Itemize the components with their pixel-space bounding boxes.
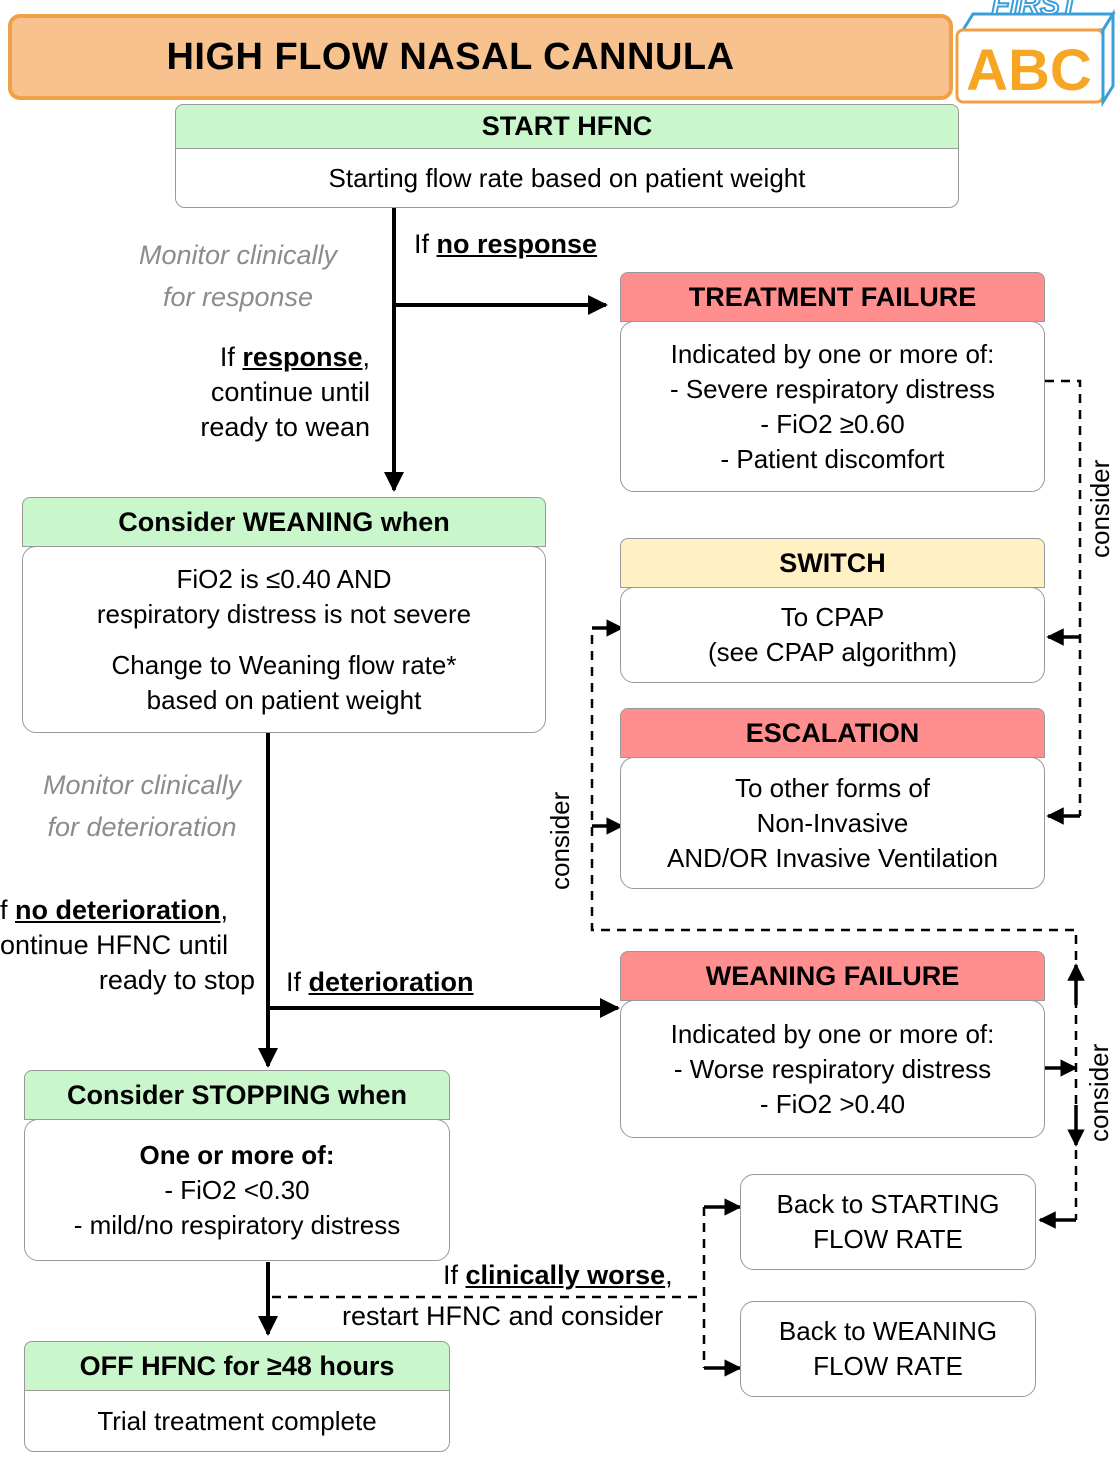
treatment-failure-line: - FiO2 ≥0.60	[760, 408, 905, 439]
start-hfnc-body-text: Starting flow rate based on patient weig…	[328, 162, 806, 193]
weaning-line: respiratory distress is not severe	[96, 598, 472, 629]
off-hfnc-body: Trial treatment complete	[24, 1390, 450, 1452]
back-weaning-line: Back to WEANING	[778, 1316, 998, 1346]
monitor-response-note: Monitor clinically for response	[120, 234, 356, 318]
no-response-key: no response	[436, 229, 598, 259]
escalation-line: To other forms of	[734, 772, 931, 803]
escalation-header-text: ESCALATION	[745, 717, 920, 748]
no-deterioration-key: no deterioration	[15, 895, 221, 925]
weaning-line: based on patient weight	[146, 684, 422, 715]
stopping-line: - mild/no respiratory distress	[73, 1209, 401, 1240]
treatment-failure-line: - Patient discomfort	[720, 443, 945, 474]
treatment-failure-line: - Severe respiratory distress	[669, 373, 996, 404]
stopping-line-bold: One or more of:	[139, 1139, 335, 1170]
start-hfnc-header-text: START HFNC	[481, 111, 653, 141]
switch-header-text: SWITCH	[779, 547, 886, 578]
weaning-header-text: Consider WEANING when	[118, 506, 450, 537]
if-response-line: ready to wean	[200, 412, 370, 442]
weaning-failure-line: - FiO2 >0.40	[759, 1088, 906, 1119]
monitor-deterioration-line: Monitor clinically	[42, 770, 242, 800]
switch-line: To CPAP	[780, 602, 885, 632]
back-to-weaning-box: Back to WEANING FLOW RATE	[740, 1301, 1036, 1397]
first-abc-logo: FIRST ABC	[955, 0, 1116, 108]
escalation-line: AND/OR Invasive Ventilation	[667, 842, 998, 873]
weaning-line: Change to Weaning flow rate*	[111, 649, 457, 680]
deterioration-key: deterioration	[308, 967, 474, 997]
off-hfnc-body-text: Trial treatment complete	[97, 1405, 377, 1436]
monitor-response-line: Monitor clinically	[138, 240, 338, 270]
start-hfnc-header: START HFNC	[175, 104, 959, 149]
if-response-note: If response, continue until ready to wea…	[150, 340, 370, 445]
clinically-worse-key: clinically worse	[465, 1260, 666, 1290]
monitor-deterioration-note: Monitor clinically for deterioration	[22, 764, 262, 848]
no-deterioration-line: ontinue HFNC until	[0, 930, 229, 960]
if-response-line: continue until	[210, 377, 370, 407]
back-starting-line: Back to STARTING	[776, 1189, 1000, 1219]
stopping-header-text: Consider STOPPING when	[66, 1079, 408, 1110]
weaning-failure-body: Indicated by one or more of: - Worse res…	[620, 1000, 1045, 1138]
restart-hfnc-label: restart HFNC and consider	[342, 1301, 664, 1331]
consider-label-middle: consider	[545, 791, 575, 890]
no-deterioration-line: ready to stop	[98, 965, 255, 995]
response-key: response	[242, 342, 363, 372]
escalation-line: Non-Invasive	[756, 807, 909, 838]
weaning-failure-line: Indicated by one or more of:	[670, 1018, 995, 1049]
escalation-header: ESCALATION	[620, 708, 1045, 758]
back-starting-line: FLOW RATE	[813, 1224, 963, 1254]
escalation-body: To other forms of Non-Invasive AND/OR In…	[620, 757, 1045, 889]
weaning-failure-header: WEANING FAILURE	[620, 951, 1045, 1001]
treatment-failure-body: Indicated by one or more of: - Severe re…	[620, 321, 1045, 492]
off-hfnc-header: OFF HFNC for ≥48 hours	[24, 1341, 450, 1391]
page-title: HIGH FLOW NASAL CANNULA	[166, 35, 735, 78]
monitor-deterioration-line: for deterioration	[47, 812, 237, 842]
switch-header: SWITCH	[620, 538, 1045, 588]
stopping-line: - FiO2 <0.30	[164, 1174, 310, 1205]
switch-line: (see CPAP algorithm)	[707, 637, 958, 667]
consider-label-bottom: consider	[1084, 1043, 1114, 1142]
if-no-response-label: If no response	[414, 229, 598, 259]
treatment-failure-header: TREATMENT FAILURE	[620, 272, 1045, 322]
svg-text:ABC: ABC	[966, 38, 1092, 103]
weaning-body: FiO2 is ≤0.40 AND respiratory distress i…	[22, 546, 546, 733]
monitor-response-line: for response	[162, 282, 314, 312]
clinically-worse-label: If clinically worse,	[443, 1260, 673, 1290]
switch-body: To CPAP (see CPAP algorithm)	[620, 587, 1045, 683]
weaning-line: FiO2 is ≤0.40 AND	[176, 563, 392, 594]
off-hfnc-header-text: OFF HFNC for ≥48 hours	[79, 1350, 395, 1381]
treatment-failure-header-text: TREATMENT FAILURE	[688, 281, 977, 312]
no-deterioration-note: f no deterioration, ontinue HFNC until r…	[0, 893, 255, 998]
if-deterioration-label: If deterioration	[286, 967, 474, 997]
consider-label-top: consider	[1085, 459, 1115, 558]
stopping-header: Consider STOPPING when	[24, 1070, 450, 1120]
back-weaning-line: FLOW RATE	[813, 1351, 963, 1381]
start-hfnc-body: Starting flow rate based on patient weig…	[175, 148, 959, 208]
back-to-starting-box: Back to STARTING FLOW RATE	[740, 1174, 1036, 1270]
weaning-header: Consider WEANING when	[22, 497, 546, 547]
title-banner: HIGH FLOW NASAL CANNULA	[8, 14, 953, 100]
svg-text:FIRST: FIRST	[992, 0, 1081, 21]
weaning-failure-header-text: WEANING FAILURE	[705, 960, 960, 991]
treatment-failure-line: Indicated by one or more of:	[670, 338, 995, 369]
stopping-body: One or more of: - FiO2 <0.30 - mild/no r…	[24, 1119, 450, 1261]
weaning-failure-line: - Worse respiratory distress	[673, 1053, 992, 1084]
